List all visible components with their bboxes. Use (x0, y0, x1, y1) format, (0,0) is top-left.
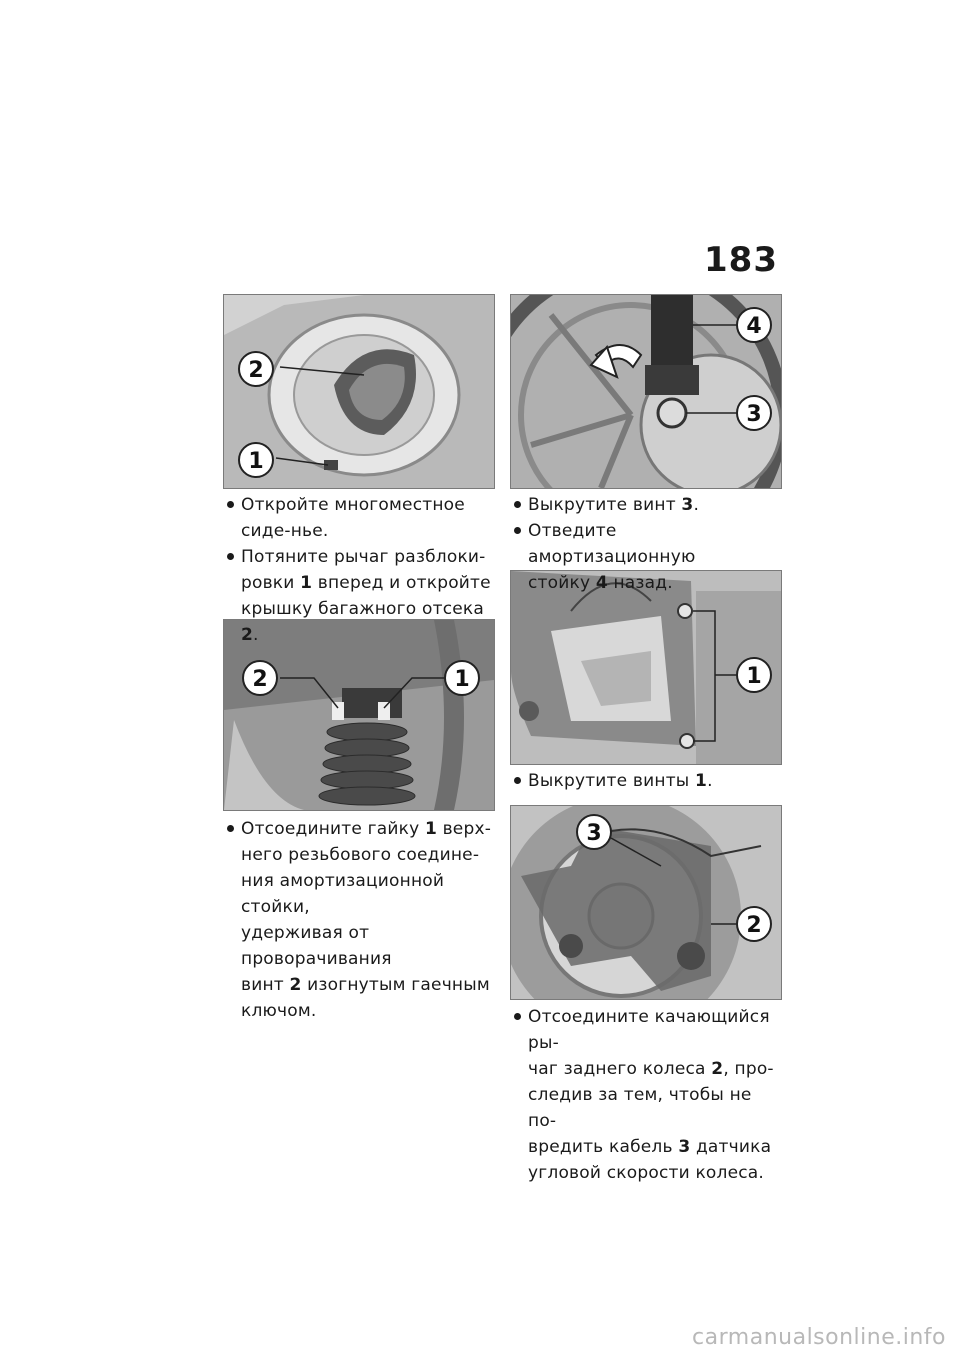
strut-bolt-illustration: 4 3 (511, 295, 781, 488)
instructions-shock-nut: Отсоедините гайку 1 верх- него резьбовог… (225, 816, 495, 1024)
callout-marker (238, 351, 274, 387)
step-text: ровки (241, 573, 301, 593)
instructions-swingarm-screws: Выкрутите винты 1. (512, 768, 782, 794)
step-text: Потяните рычаг разблоки- (241, 547, 486, 567)
step-disconnect-swingarm: Отсоедините качающийся ры- чаг заднего к… (512, 1004, 782, 1186)
callout-label: 3 (586, 821, 601, 846)
figure-swingarm-removal: 3 2 (510, 805, 782, 1000)
instructions-strut-bolt: Выкрутите винт 3. Отведите амортизационн… (512, 492, 782, 596)
watermark: carmanualsonline.info (692, 1325, 946, 1350)
callout-marker (444, 660, 480, 696)
figure-strut-bolt: 4 3 (510, 294, 782, 489)
step-text: крышку багажного отсека (241, 599, 484, 619)
part-ref: 1 (300, 573, 313, 593)
step-text: ключом. (241, 1001, 317, 1021)
callout-label: 1 (454, 667, 469, 692)
step-text: Отсоедините гайку (241, 819, 425, 839)
callout-label: 2 (746, 913, 761, 938)
callout-label: 2 (252, 667, 267, 692)
instructions-swingarm-removal: Отсоедините качающийся ры- чаг заднего к… (512, 1004, 782, 1186)
step-remove-screws: Выкрутите винты 1. (512, 768, 782, 794)
step-open-seat: Откройте многоместное сиде-нье. (225, 492, 495, 544)
step-text: стойку (528, 573, 596, 593)
step-text: него резьбового соедине- (241, 845, 480, 865)
page-number: 183 (704, 240, 778, 280)
step-disconnect-nut: Отсоедините гайку 1 верх- него резьбовог… (225, 816, 495, 1024)
step-text: следив за тем, чтобы не по- (528, 1085, 752, 1131)
figure-swingarm-screws: 1 (510, 570, 782, 765)
step-text: назад. (607, 573, 673, 593)
part-ref: 2 (241, 625, 254, 645)
callout-marker (736, 307, 772, 343)
step-text: датчика (690, 1137, 772, 1157)
callout-label: 1 (746, 664, 761, 689)
part-ref: 2 (289, 975, 302, 995)
callout-marker (736, 395, 772, 431)
step-text: Отведите амортизационную (528, 521, 696, 567)
callout-marker (576, 814, 612, 850)
step-pull-lever: Потяните рычаг разблоки- ровки 1 вперед … (225, 544, 495, 648)
swingarm-screws-illustration: 1 (511, 571, 781, 764)
step-text: ния амортизационной стойки, (241, 871, 445, 917)
seat-compartment-illustration: 2 1 (224, 295, 494, 488)
step-text: верх- (436, 819, 492, 839)
callout-marker (736, 906, 772, 942)
callout-marker (238, 442, 274, 478)
step-text: удерживая от проворачивания (241, 923, 392, 969)
callout-marker (242, 660, 278, 696)
figure-shock-nut: 2 1 (223, 619, 495, 811)
step-text: Выкрутите винты (528, 771, 696, 791)
step-text: . (693, 495, 700, 515)
callout-label: 1 (248, 449, 263, 474)
step-text: , про- (723, 1059, 774, 1079)
part-ref: 1 (695, 771, 708, 791)
step-text: . (253, 625, 259, 645)
step-remove-bolt: Выкрутите винт 3. (512, 492, 782, 518)
step-text: изогнутым гаечным (301, 975, 490, 995)
part-ref: 3 (678, 1137, 691, 1157)
shock-nut-illustration: 2 1 (224, 620, 494, 810)
step-move-strut: Отведите амортизационную стойку 4 назад. (512, 518, 782, 596)
step-text: вперед и откройте (312, 573, 491, 593)
callout-label: 3 (746, 402, 761, 427)
step-text: винт (241, 975, 290, 995)
callout-marker (736, 657, 772, 693)
swingarm-removal-illustration: 3 2 (511, 806, 781, 999)
step-text: угловой скорости колеса. (528, 1163, 765, 1183)
step-text: Выкрутите винт (528, 495, 682, 515)
callout-label: 2 (248, 358, 263, 383)
callout-label: 4 (746, 314, 761, 339)
part-ref: 4 (595, 573, 608, 593)
step-text: Откройте многоместное сиде-нье. (241, 495, 465, 541)
step-text: чаг заднего колеса (528, 1059, 712, 1079)
instructions-seat: Откройте многоместное сиде-нье. Потяните… (225, 492, 495, 648)
step-text: . (707, 771, 713, 791)
step-text: вредить кабель (528, 1137, 679, 1157)
part-ref: 1 (424, 819, 437, 839)
part-ref: 3 (681, 495, 694, 515)
part-ref: 2 (711, 1059, 724, 1079)
figure-seat-compartment: 2 1 (223, 294, 495, 489)
step-text: Отсоедините качающийся ры- (528, 1007, 770, 1053)
